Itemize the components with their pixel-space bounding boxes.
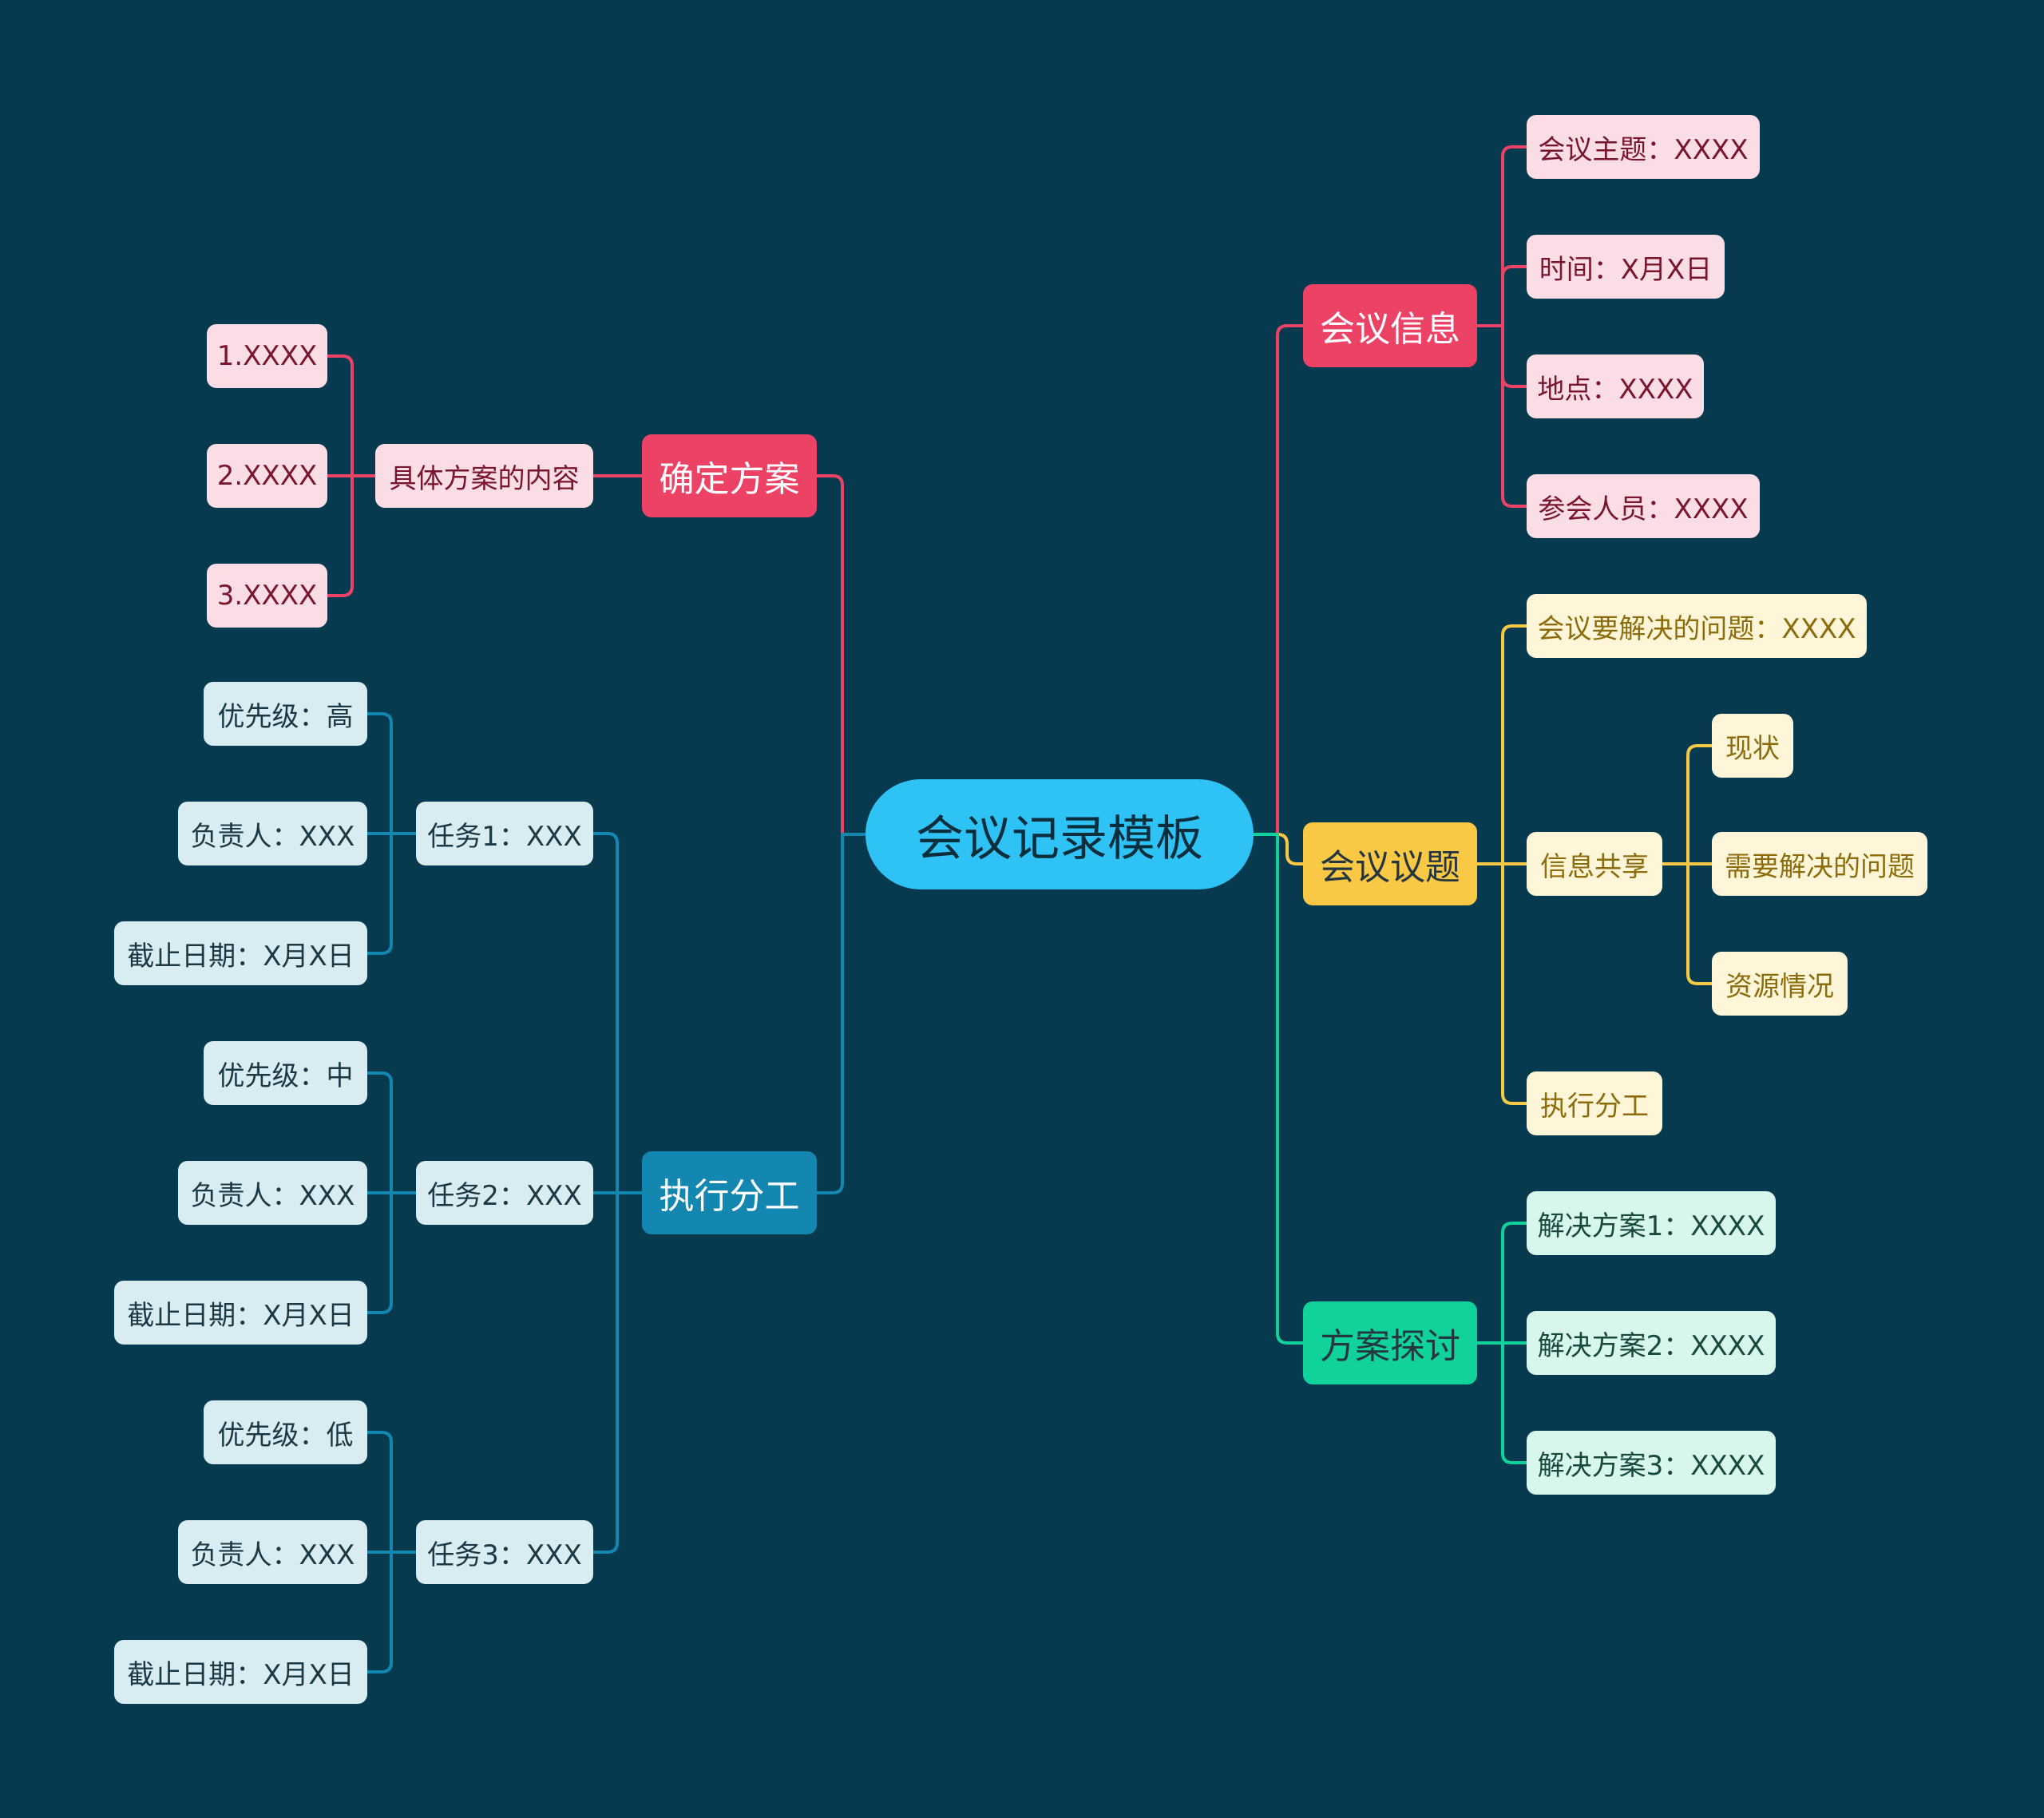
share-item-status[interactable]: 现状 (1712, 714, 1793, 778)
connector-info-place (1501, 324, 1528, 388)
topic-item-info-share[interactable]: 信息共享 (1527, 832, 1662, 896)
connector-task3-deadline (366, 1551, 393, 1673)
connector-root-meeting-info (1252, 324, 1305, 836)
plan-content-item-3[interactable]: 3.XXXX (207, 564, 327, 628)
plan-content-item-1[interactable]: 1.XXXX (207, 324, 327, 388)
task-3-priority[interactable]: 优先级：低 (204, 1400, 367, 1464)
connector-root-confirm-plan (815, 474, 867, 836)
connector-plan-1 (1476, 1222, 1528, 1345)
branch-confirm-plan[interactable]: 确定方案 (642, 434, 817, 517)
connector-exec-task1 (592, 832, 644, 1194)
share-item-problem[interactable]: 需要解决的问题 (1712, 832, 1927, 896)
topic-item-division[interactable]: 执行分工 (1527, 1071, 1662, 1135)
connector-topics-division (1501, 862, 1528, 1105)
task-3[interactable]: 任务3：XXX (416, 1520, 593, 1584)
branch-meeting-topics[interactable]: 会议议题 (1303, 822, 1477, 905)
connector-share-resource (1686, 862, 1713, 985)
connector-content-3 (326, 474, 354, 597)
root-topic[interactable]: 会议记录模板 (866, 779, 1254, 889)
connector-exec-task3 (592, 1191, 619, 1554)
plan-content-item-2[interactable]: 2.XXXX (207, 444, 327, 508)
plan-item-1[interactable]: 解决方案1：XXXX (1527, 1191, 1776, 1255)
task-1[interactable]: 任务1：XXX (416, 802, 593, 865)
connector-info-topic (1476, 145, 1528, 327)
task-3-owner[interactable]: 负责人：XXX (178, 1520, 367, 1584)
connector-info-attendees (1501, 324, 1528, 508)
branch-meeting-info[interactable]: 会议信息 (1303, 284, 1477, 367)
connector-root-meeting-topics (1252, 833, 1305, 865)
task-2-priority[interactable]: 优先级：中 (204, 1041, 367, 1105)
branch-execution[interactable]: 执行分工 (642, 1151, 817, 1234)
task-2-owner[interactable]: 负责人：XXX (178, 1161, 367, 1225)
info-item-attendees[interactable]: 参会人员：XXXX (1527, 474, 1760, 538)
connector-share-status (1661, 744, 1713, 865)
share-item-resources[interactable]: 资源情况 (1712, 952, 1848, 1016)
info-item-time[interactable]: 时间：X月X日 (1527, 235, 1725, 299)
connector-root-execution (815, 833, 867, 1194)
branch-plan-discussion[interactable]: 方案探讨 (1303, 1301, 1477, 1384)
connector-topics-question (1476, 624, 1528, 865)
task-3-deadline[interactable]: 截止日期：X月X日 (114, 1640, 367, 1704)
task-2[interactable]: 任务2：XXX (416, 1161, 593, 1225)
plan-item-3[interactable]: 解决方案3：XXXX (1527, 1431, 1776, 1495)
connector-task3-priority (366, 1431, 418, 1554)
plan-item-2[interactable]: 解决方案2：XXXX (1527, 1311, 1776, 1375)
connector-content-1 (326, 354, 377, 477)
plan-content-node[interactable]: 具体方案的内容 (375, 444, 593, 508)
connector-task2-priority (366, 1071, 418, 1194)
info-item-place[interactable]: 地点：XXXX (1527, 354, 1704, 418)
connector-plan-3 (1501, 1341, 1528, 1464)
task-1-owner[interactable]: 负责人：XXX (178, 802, 367, 865)
task-2-deadline[interactable]: 截止日期：X月X日 (114, 1281, 367, 1345)
connector-task1-deadline (366, 832, 393, 955)
connector-task2-deadline (366, 1191, 393, 1314)
info-item-topic[interactable]: 会议主题：XXXX (1527, 115, 1760, 179)
connector-root-plan-discussion (1252, 833, 1305, 1345)
task-1-priority[interactable]: 优先级：高 (204, 682, 367, 746)
task-1-deadline[interactable]: 截止日期：X月X日 (114, 921, 367, 985)
connector-info-time (1501, 265, 1528, 327)
topic-item-question[interactable]: 会议要解决的问题：XXXX (1527, 594, 1867, 658)
connector-task1-priority (366, 712, 418, 835)
